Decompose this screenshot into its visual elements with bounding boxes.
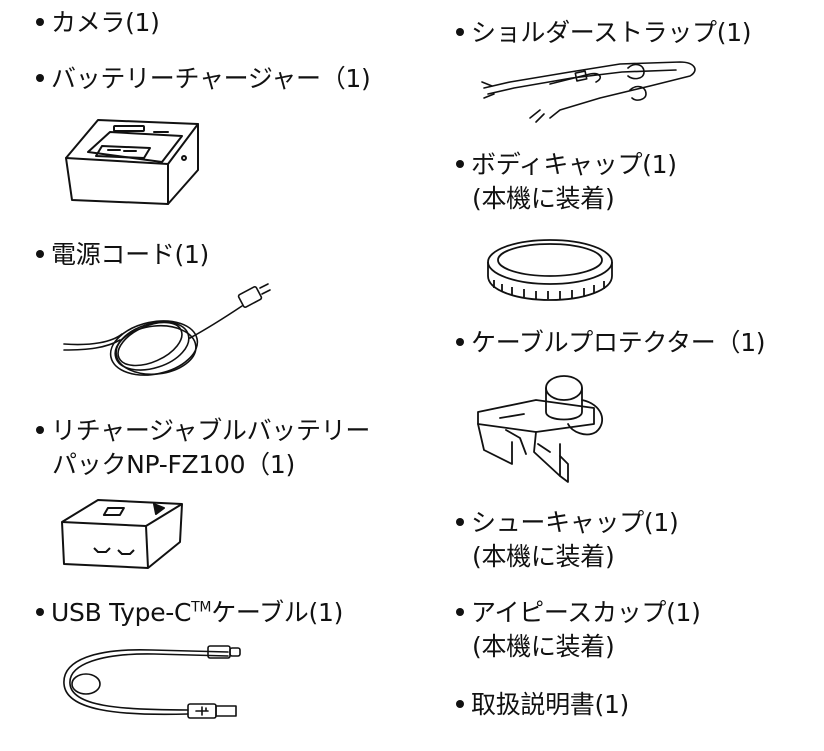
item-label-pre: USB Type-C <box>51 598 192 627</box>
item-label-line2: パックNP-FZ100（1) <box>52 450 295 479</box>
bullet-icon <box>456 608 464 616</box>
list-item-body-cap: ボディキャップ(1) (本機に装着) <box>456 148 677 216</box>
bullet-icon <box>456 28 464 36</box>
item-label: バッテリーチャージャー（1) <box>51 64 371 93</box>
item-label-line2: (本機に装着) <box>472 542 615 571</box>
bullet-icon <box>36 250 44 258</box>
power-cord-icon <box>62 284 274 384</box>
bullet-icon <box>456 160 464 168</box>
bullet-icon <box>456 518 464 526</box>
item-label: アイピースカップ(1) <box>471 598 701 627</box>
cable-protector-icon <box>476 372 616 484</box>
item-label: ボディキャップ(1) <box>471 150 677 179</box>
item-label: カメラ(1) <box>51 8 160 37</box>
list-item-shoulder-strap: ショルダーストラップ(1) <box>456 16 752 50</box>
battery-charger-icon <box>58 108 208 208</box>
item-label: シューキャップ(1) <box>471 508 679 537</box>
list-item-eyepiece-cup: アイピースカップ(1) (本機に装着) <box>456 596 701 664</box>
list-item-cable-protector: ケーブルプロテクター（1) <box>456 326 766 360</box>
item-label: ショルダーストラップ(1) <box>471 18 752 47</box>
trademark-mark: TM <box>191 599 212 616</box>
list-item-camera: カメラ(1) <box>36 6 160 40</box>
shoulder-strap-icon <box>480 54 702 124</box>
bullet-icon <box>36 74 44 82</box>
item-label-line2: (本機に装着) <box>472 632 615 661</box>
item-label: リチャージャブルバッテリー <box>51 416 371 445</box>
list-item-shoe-cap: シューキャップ(1) (本機に装着) <box>456 506 679 574</box>
bullet-icon <box>36 18 44 26</box>
list-item-instruction-manual: 取扱説明書(1) <box>456 688 629 722</box>
usb-cable-icon <box>56 640 252 724</box>
bullet-icon <box>456 700 464 708</box>
bullet-icon <box>36 608 44 616</box>
item-label: 電源コード(1) <box>51 240 210 269</box>
list-item-battery-charger: バッテリーチャージャー（1) <box>36 62 371 96</box>
bullet-icon <box>36 426 44 434</box>
list-item-power-cord: 電源コード(1) <box>36 238 209 272</box>
body-cap-icon <box>484 236 616 302</box>
bullet-icon <box>456 338 464 346</box>
list-item-rechargeable-battery: リチャージャブルバッテリー パックNP-FZ100（1) <box>36 414 370 482</box>
item-label: 取扱説明書(1) <box>471 690 630 719</box>
list-item-usb-cable: USB Type-CTMケーブル(1) <box>36 596 343 630</box>
item-label-line2: (本機に装着) <box>472 184 615 213</box>
battery-pack-icon <box>58 494 184 570</box>
item-label: ケーブルプロテクター（1) <box>471 328 766 357</box>
item-label-post: ケーブル(1) <box>211 598 344 627</box>
